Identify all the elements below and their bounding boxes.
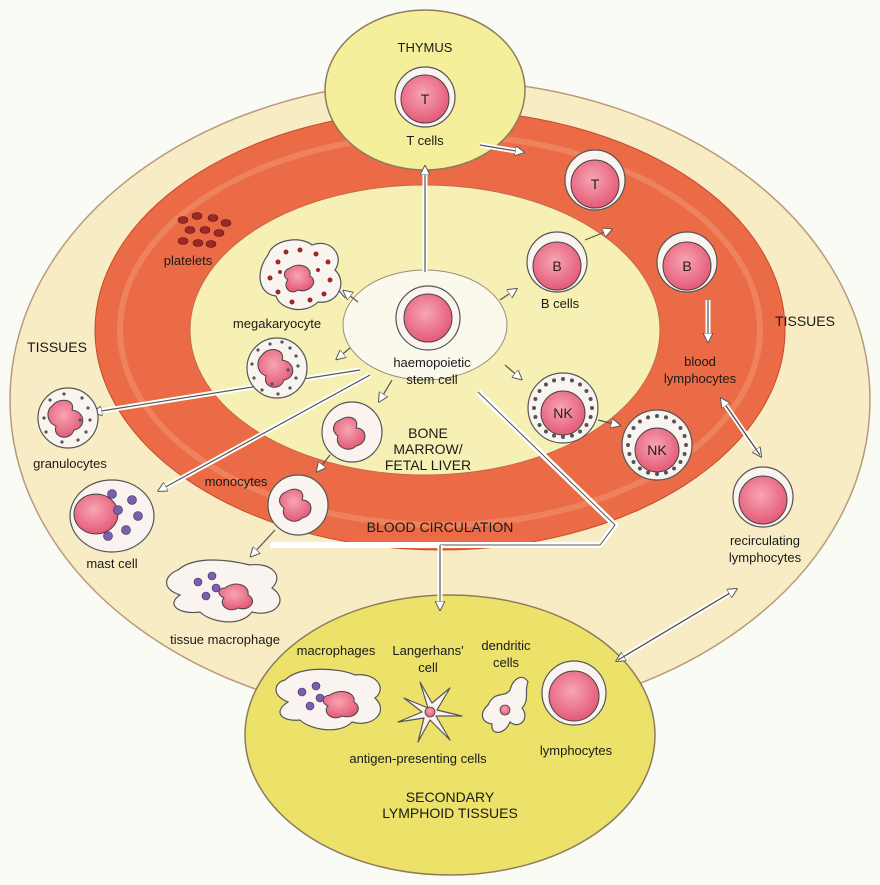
- tissue-macrophage: [166, 559, 281, 623]
- nk-granule: [537, 423, 542, 428]
- langerhans-label-2: cell: [418, 660, 438, 675]
- b-cells-label: B cells: [541, 296, 580, 311]
- tissues-right-label: TISSUES: [775, 313, 835, 329]
- nk-granule: [678, 460, 683, 465]
- recirculating-lymphocyte: [732, 466, 794, 528]
- nk-granule: [682, 434, 687, 439]
- t-cells-label: T cells: [406, 133, 444, 148]
- bone-marrow-granulocyte: [246, 337, 308, 399]
- macrophages-label: macrophages: [297, 643, 376, 658]
- nk-granule: [637, 419, 642, 424]
- tissue-macrophage-label: tissue macrophage: [170, 632, 280, 647]
- stem-cell: [395, 285, 461, 351]
- nk-granule: [569, 433, 574, 438]
- nk-granule: [672, 466, 677, 471]
- nk-granule: [532, 406, 536, 410]
- nk-granule: [561, 377, 565, 381]
- monocytes-label: monocytes: [205, 474, 268, 489]
- nk-granule: [578, 429, 583, 434]
- nk-granule: [631, 425, 636, 430]
- bone-marrow-label-3: FETAL LIVER: [385, 457, 471, 473]
- nk-granule: [543, 429, 548, 434]
- platelets-label: platelets: [164, 253, 213, 268]
- blood-t-letter: T: [591, 176, 600, 192]
- stem-cell-label-1: haemopoietic: [393, 355, 471, 370]
- secondary-lymphocyte: [541, 660, 607, 726]
- nk-granule: [646, 470, 651, 475]
- blood-lymphocytes-label-2: lymphocytes: [664, 371, 737, 386]
- blood-nk-cell: NK: [621, 409, 693, 481]
- blood-nk-letter: NK: [647, 442, 667, 458]
- nk-granule: [578, 382, 583, 387]
- secondary-label-1: SECONDARY: [406, 789, 495, 805]
- dendritic-cell: [481, 676, 529, 733]
- nk-granule: [663, 415, 668, 420]
- secondary-lymphoid-region: [244, 594, 656, 876]
- nk-granule: [588, 397, 593, 402]
- dendritic-label-1: dendritic: [481, 638, 531, 653]
- blood-circulation-label: BLOOD CIRCULATION: [367, 519, 514, 535]
- nk-granule: [561, 435, 565, 439]
- blood-monocyte: [267, 474, 329, 536]
- nk-granule: [537, 388, 542, 393]
- stem-cell-label-2: stem cell: [406, 372, 457, 387]
- nk-granule: [655, 414, 659, 418]
- granulocytes-label: granulocytes: [33, 456, 107, 471]
- bone-marrow-nk-cell: NK: [527, 372, 599, 444]
- secondary-label-2: LYMPHOID TISSUES: [382, 805, 518, 821]
- recirculating-label-1: recirculating: [730, 533, 800, 548]
- arrows: [95, 142, 760, 663]
- blood-b-cell: B: [656, 231, 718, 293]
- nk-granule: [543, 382, 548, 387]
- nk-granule: [637, 466, 642, 471]
- nk-granule: [552, 433, 557, 438]
- nk-granule: [588, 414, 593, 419]
- bm-nk-letter: NK: [553, 405, 573, 421]
- platelets: [177, 212, 232, 248]
- thymus-t-cell: T: [394, 66, 456, 128]
- nk-granule: [626, 443, 630, 447]
- blood-t-cell: T: [564, 149, 626, 211]
- bone-marrow-label-1: BONE: [408, 425, 448, 441]
- antigen-presenting-label: antigen-presenting cells: [349, 751, 487, 766]
- nk-granule: [646, 415, 651, 420]
- secondary-macrophage: [275, 668, 382, 731]
- megakaryocyte-label: megakaryocyte: [233, 316, 321, 331]
- langerhans-label-1: Langerhans': [392, 643, 463, 658]
- nk-granule: [678, 425, 683, 430]
- thymus-t-letter: T: [421, 91, 430, 107]
- nk-granule: [569, 378, 574, 383]
- nk-granule: [631, 460, 636, 465]
- bone-marrow-monocyte: [321, 401, 383, 463]
- dendritic-label-2: cells: [493, 655, 520, 670]
- thymus-label: THYMUS: [398, 40, 453, 55]
- bone-marrow-b-cell: B: [526, 231, 588, 293]
- langerhans-cell: [397, 681, 463, 743]
- lymphocytes-label: lymphocytes: [540, 743, 613, 758]
- nk-granule: [663, 470, 668, 475]
- blood-b-letter: B: [682, 258, 691, 274]
- nk-granule: [682, 451, 687, 456]
- nk-granule: [590, 406, 594, 410]
- bm-b-letter: B: [552, 258, 561, 274]
- nk-granule: [584, 388, 589, 393]
- megakaryocyte: [259, 239, 342, 311]
- recirculating-label-2: lymphocytes: [729, 550, 802, 565]
- nk-granule: [552, 378, 557, 383]
- blood-lymphocytes-label-1: blood: [684, 354, 716, 369]
- nk-granule: [672, 419, 677, 424]
- nk-granule: [684, 443, 688, 447]
- mast-cell-label: mast cell: [86, 556, 137, 571]
- nk-granule: [533, 397, 538, 402]
- nk-granule: [655, 472, 659, 476]
- bone-marrow-label-2: MARROW/: [393, 441, 462, 457]
- tissue-granulocyte: [37, 387, 99, 449]
- nk-granule: [584, 423, 589, 428]
- nk-granule: [627, 434, 632, 439]
- tissues-left-label: TISSUES: [27, 339, 87, 355]
- nk-granule: [533, 414, 538, 419]
- mast-cell: [69, 479, 155, 553]
- nk-granule: [627, 451, 632, 456]
